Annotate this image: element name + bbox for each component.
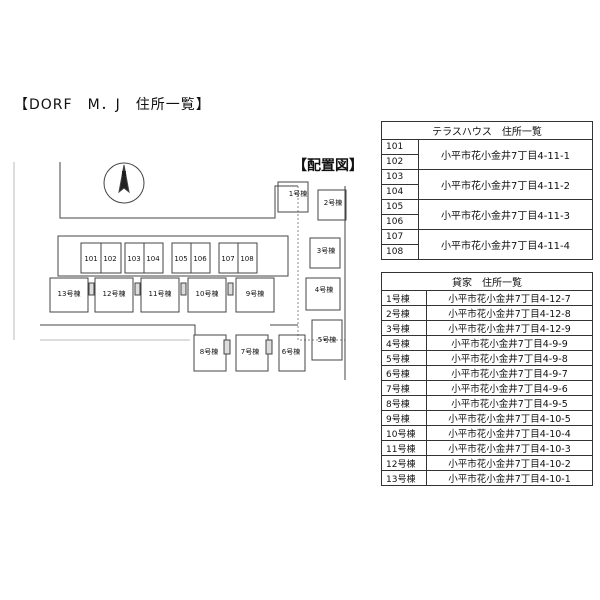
address-cell: 小平市花小金井7丁目4-11-1 bbox=[418, 139, 593, 170]
table-row: 9号棟小平市花小金井7丁目4-10-5 bbox=[381, 410, 593, 426]
table-row: 2号棟小平市花小金井7丁目4-12-8 bbox=[381, 305, 593, 321]
building-number: 7号棟 bbox=[381, 380, 427, 396]
building-number: 12号棟 bbox=[381, 455, 427, 471]
table-row: 4号棟小平市花小金井7丁目4-9-9 bbox=[381, 335, 593, 351]
room-number: 105 bbox=[381, 199, 419, 215]
building-number: 8号棟 bbox=[381, 395, 427, 411]
rental-address-table: 貸家 住所一覧 1号棟小平市花小金井7丁目4-12-7 2号棟小平市花小金井7丁… bbox=[381, 272, 593, 486]
building-label: 1号棟 bbox=[289, 189, 307, 198]
building-label: 7号棟 bbox=[241, 347, 259, 356]
address-cell: 小平市花小金井7丁目4-10-5 bbox=[426, 410, 593, 426]
table-row: 13号棟小平市花小金井7丁目4-10-1 bbox=[381, 470, 593, 486]
building-label: 11号棟 bbox=[149, 289, 172, 298]
room-number: 104 bbox=[381, 184, 419, 200]
address-cell: 小平市花小金井7丁目4-9-8 bbox=[426, 350, 593, 366]
table-row: 1号棟小平市花小金井7丁目4-12-7 bbox=[381, 290, 593, 306]
building-label: 5号棟 bbox=[318, 335, 336, 344]
room-number: 103 bbox=[381, 169, 419, 185]
building-number: 6号棟 bbox=[381, 365, 427, 381]
table-row: 108 bbox=[381, 244, 593, 260]
terrace-room-label: 107 bbox=[221, 255, 234, 263]
address-cell: 小平市花小金井7丁目4-9-5 bbox=[426, 395, 593, 411]
table-row: 10号棟小平市花小金井7丁目4-10-4 bbox=[381, 425, 593, 441]
address-cell: 小平市花小金井7丁目4-12-7 bbox=[426, 290, 593, 306]
table-row: 11号棟小平市花小金井7丁目4-10-3 bbox=[381, 440, 593, 456]
terrace-header: テラスハウス 住所一覧 bbox=[381, 121, 593, 140]
address-cell: 小平市花小金井7丁目4-10-3 bbox=[426, 440, 593, 456]
building-label: 10号棟 bbox=[196, 289, 219, 298]
room-number: 101 bbox=[381, 139, 419, 155]
building-number: 2号棟 bbox=[381, 305, 427, 321]
table-row: 3号棟小平市花小金井7丁目4-12-9 bbox=[381, 320, 593, 336]
address-cell: 小平市花小金井7丁目4-10-1 bbox=[426, 470, 593, 486]
rental-header: 貸家 住所一覧 bbox=[381, 272, 593, 291]
plan-title: 【配置図】 bbox=[293, 158, 363, 174]
table-row: 5号棟小平市花小金井7丁目4-9-8 bbox=[381, 350, 593, 366]
terrace-room-label: 104 bbox=[146, 255, 160, 263]
building-label: 2号棟 bbox=[324, 198, 342, 207]
building-label: 6号棟 bbox=[282, 347, 300, 356]
table-row: 6号棟小平市花小金井7丁目4-9-7 bbox=[381, 365, 593, 381]
address-cell: 小平市花小金井7丁目4-10-2 bbox=[426, 455, 593, 471]
building-label: 4号棟 bbox=[315, 285, 333, 294]
table-row: 8号棟小平市花小金井7丁目4-9-5 bbox=[381, 395, 593, 411]
room-number: 106 bbox=[381, 214, 419, 230]
address-cell: 小平市花小金井7丁目4-9-9 bbox=[426, 335, 593, 351]
table-row: 104 bbox=[381, 184, 593, 200]
building-label: 8号棟 bbox=[200, 347, 218, 356]
building-number: 13号棟 bbox=[381, 470, 427, 486]
table-row: 12号棟小平市花小金井7丁目4-10-2 bbox=[381, 455, 593, 471]
building-number: 4号棟 bbox=[381, 335, 427, 351]
room-number: 107 bbox=[381, 229, 419, 245]
building-number: 1号棟 bbox=[381, 290, 427, 306]
terrace-room-label: 106 bbox=[193, 255, 207, 263]
room-number: 102 bbox=[381, 154, 419, 170]
address-cell: 小平市花小金井7丁目4-10-4 bbox=[426, 425, 593, 441]
table-row: 7号棟小平市花小金井7丁目4-9-6 bbox=[381, 380, 593, 396]
address-cell: 小平市花小金井7丁目4-9-7 bbox=[426, 365, 593, 381]
address-cell: 小平市花小金井7丁目4-11-4 bbox=[418, 229, 593, 260]
building-label: 9号棟 bbox=[246, 289, 264, 298]
building-label: 13号棟 bbox=[58, 289, 81, 298]
address-cell: 小平市花小金井7丁目4-11-3 bbox=[418, 199, 593, 230]
address-cell: 小平市花小金井7丁目4-9-6 bbox=[426, 380, 593, 396]
building-number: 10号棟 bbox=[381, 425, 427, 441]
terrace-room-label: 101 bbox=[84, 255, 97, 263]
building-label: 12号棟 bbox=[103, 289, 126, 298]
building-number: 11号棟 bbox=[381, 440, 427, 456]
terrace-room-label: 105 bbox=[174, 255, 187, 263]
document-title: 【DORF M．J 住所一覧】 bbox=[14, 97, 211, 113]
room-number: 108 bbox=[381, 244, 419, 260]
address-cell: 小平市花小金井7丁目4-12-8 bbox=[426, 305, 593, 321]
building-number: 3号棟 bbox=[381, 320, 427, 336]
compass-label: N bbox=[121, 170, 126, 178]
terrace-room-label: 108 bbox=[240, 255, 253, 263]
address-cell: 小平市花小金井7丁目4-12-9 bbox=[426, 320, 593, 336]
building-label: 3号棟 bbox=[317, 246, 335, 255]
building-number: 9号棟 bbox=[381, 410, 427, 426]
building-number: 5号棟 bbox=[381, 350, 427, 366]
address-cell: 小平市花小金井7丁目4-11-2 bbox=[418, 169, 593, 200]
terrace-room-label: 102 bbox=[103, 255, 116, 263]
terrace-room-label: 103 bbox=[127, 255, 140, 263]
